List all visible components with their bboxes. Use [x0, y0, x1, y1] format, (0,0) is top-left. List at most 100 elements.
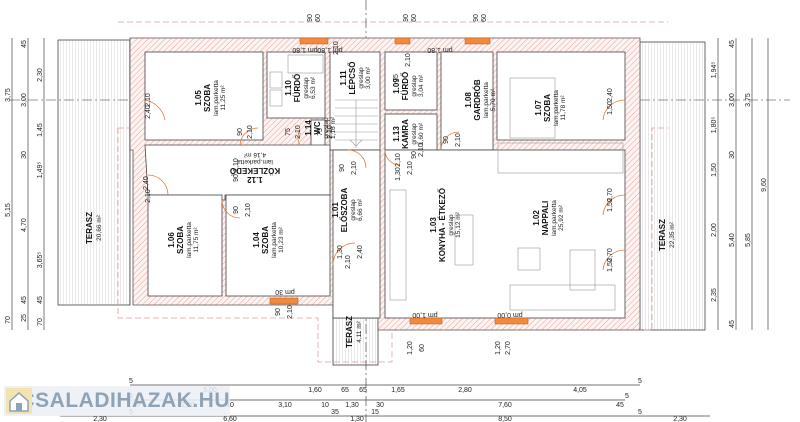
- room-number: 1.10: [284, 80, 293, 96]
- dimension-label-bottom1: 4,05: [573, 387, 587, 394]
- dimension-label-bottom1: 1,60: [308, 387, 322, 394]
- room-floor: lam.parketta: [271, 222, 278, 258]
- room-name: SZOBA: [203, 84, 212, 112]
- terrace-right: [639, 41, 706, 331]
- door-dimension-label: 1,50: [607, 101, 614, 115]
- room-area: 3,04 m²: [418, 74, 425, 97]
- door-dimension-label: 2,10: [233, 158, 240, 172]
- windows: [269, 37, 529, 325]
- furniture: [269, 54, 624, 311]
- room-number: 1.01: [331, 202, 340, 218]
- room-name: KÖZLEKEDŐ: [230, 166, 280, 175]
- room-area: 11,25 m²: [220, 85, 227, 111]
- dimension-label-right-inner: 2,35: [711, 288, 718, 302]
- house-icon: [6, 388, 32, 414]
- room-name: LÉPCSŐ: [348, 62, 357, 95]
- room-name: WC: [313, 121, 322, 135]
- dimension-label-bottom3: 1,30: [350, 416, 364, 422]
- door-swings: [144, 99, 626, 271]
- room-name: KONYHA - ÉTKEZŐ: [438, 188, 447, 262]
- dimension-label-left-mid: 25: [21, 314, 28, 322]
- door-dimension-label: pm 1,80: [292, 46, 317, 53]
- door-dimension-label: 1,20: [495, 341, 502, 355]
- dimension-label-right-outer: 5,85: [745, 233, 752, 247]
- dimension-label-top: 60: [411, 14, 418, 22]
- room-number: 1.05: [194, 90, 203, 106]
- door-dimension-label: 1,50: [607, 198, 614, 212]
- door-dimension-label: 2,40: [357, 245, 364, 259]
- dimension-label-bottom2: 5: [625, 393, 629, 400]
- dimension-label-bottom2: 30: [376, 402, 384, 409]
- room-name: SZOBA: [261, 226, 270, 254]
- door-dimension-label: 1,30: [337, 245, 344, 259]
- roof-outline: [117, 21, 668, 363]
- room-area: 1,16 m²: [330, 116, 337, 139]
- dimension-label-right-mid: 45: [729, 40, 736, 48]
- door-dimension-label: 90: [339, 164, 346, 172]
- dimension-label-right-mid: 45: [729, 320, 736, 328]
- door-dimension-label: 2,10: [407, 161, 414, 175]
- room-floor: lam.parketta: [553, 90, 560, 126]
- door-dimension-label: 90: [443, 136, 450, 144]
- dimension-label-bottom3: 6,60: [223, 416, 237, 422]
- dimension-label-bottom1: 5: [638, 378, 642, 385]
- dimension-label-bottom2: 1,30: [345, 402, 359, 409]
- dimension-label-right-inner: 2,00: [711, 223, 718, 237]
- door-dimension-label: 2,10: [287, 305, 294, 319]
- room-name: NAPPALI: [541, 201, 550, 236]
- door-dimension-label: 1,30: [395, 167, 402, 181]
- door-dimension-label: 2,10: [418, 143, 425, 157]
- terrace-area: 22,35 m²: [669, 221, 676, 247]
- room-floor: greslap: [350, 199, 357, 221]
- terrace-area: 20,66 m²: [96, 214, 103, 240]
- door-dimension-label: 90: [237, 128, 244, 136]
- room-number: 1.07: [534, 100, 543, 116]
- room-name: GARDRÓB: [473, 79, 482, 121]
- door-dimension-label: 2,10: [345, 255, 352, 269]
- dimension-label-bottom3: 35: [331, 409, 339, 416]
- dimension-label-left-outer: 70: [5, 316, 12, 324]
- dimension-label-bottom3: 2,30: [673, 416, 687, 422]
- room-floor: lam.parketta: [483, 82, 490, 118]
- dimension-label-top: 90: [473, 14, 480, 22]
- door-dimension-label: pm 1,80: [427, 46, 452, 53]
- room-name: ELŐSZOBA: [340, 188, 349, 233]
- door-dimension-label: 2,10: [145, 93, 152, 107]
- room-area: 1,60 m²: [418, 122, 425, 145]
- dimension-label-bottom3: 5: [638, 409, 642, 416]
- dimension-label-left-mid: 30: [21, 151, 28, 159]
- dimension-label-right-inner: 1,50: [711, 163, 718, 177]
- door-dimension-label: 90: [411, 151, 418, 159]
- terrace-name: TERASZ: [658, 219, 667, 251]
- room-area: 3,00 m²: [365, 66, 372, 89]
- dimension-label-bottom3: 15: [371, 409, 379, 416]
- door-dimension-label: 2,10: [405, 53, 412, 67]
- dimension-label-bottom2: 10: [226, 402, 234, 409]
- room-floor: lam.parketta: [551, 200, 558, 236]
- dimension-label-left-outer: 3,75: [5, 88, 12, 102]
- door-dimension-label: 2,10: [327, 125, 334, 139]
- door-dimension-label: 2,10: [245, 203, 252, 217]
- room-floor: greslap: [411, 75, 418, 97]
- room-floor: greslap: [358, 67, 365, 89]
- dimension-label-left-inner: 1,45: [37, 123, 44, 137]
- dimension-label-top: 90: [307, 14, 314, 22]
- room-area: 11,75 m²: [193, 227, 200, 253]
- room-area: 25,92 m²: [558, 204, 565, 230]
- room-number: 1.11: [339, 70, 348, 86]
- dimension-label-left-mid: 45: [21, 296, 28, 304]
- door-dimension-label: 75: [393, 74, 400, 82]
- door-dimension-label: 2,10: [395, 153, 402, 167]
- door-dimension-label: 2,40: [607, 88, 614, 102]
- dimension-label-bottom1: 65: [341, 387, 349, 394]
- dimension-label-bottom3: 2,30: [93, 416, 107, 422]
- room-name: FÜRDŐ: [401, 72, 410, 100]
- room-area: 4,16 m²: [243, 151, 266, 158]
